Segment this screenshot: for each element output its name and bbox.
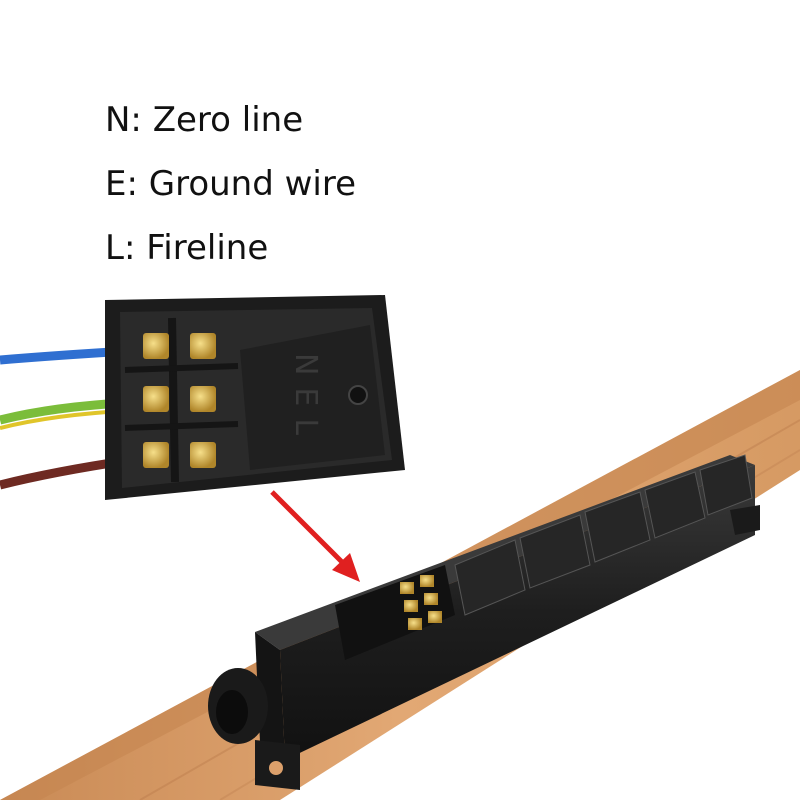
socket: [519, 514, 591, 589]
legend-l: L: Fireline: [105, 228, 269, 268]
socket: [699, 454, 753, 516]
cable-gland: [208, 668, 268, 744]
strip-terminal-compartment: [335, 565, 455, 660]
terminal-screws: [143, 333, 216, 468]
terminal-box: NEL: [105, 295, 405, 500]
power-strip: [208, 454, 760, 790]
red-arrow: [270, 490, 360, 582]
box-markings: NEL: [288, 353, 323, 447]
legend-n: N: Zero line: [105, 100, 304, 140]
socket: [454, 539, 526, 616]
socket: [644, 471, 706, 539]
wire-legend: N: Zero line E: Ground wire L: Fireline: [105, 96, 356, 288]
socket-row: [454, 454, 753, 616]
socket: [584, 491, 651, 563]
legend-e: E: Ground wire: [105, 164, 357, 204]
